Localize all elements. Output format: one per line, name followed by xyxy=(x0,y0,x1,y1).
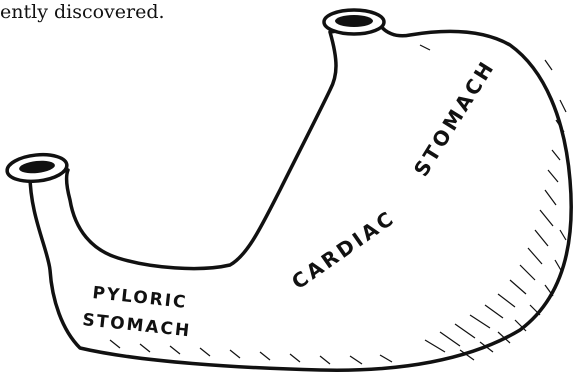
cardiac-opening-inner xyxy=(335,15,373,27)
